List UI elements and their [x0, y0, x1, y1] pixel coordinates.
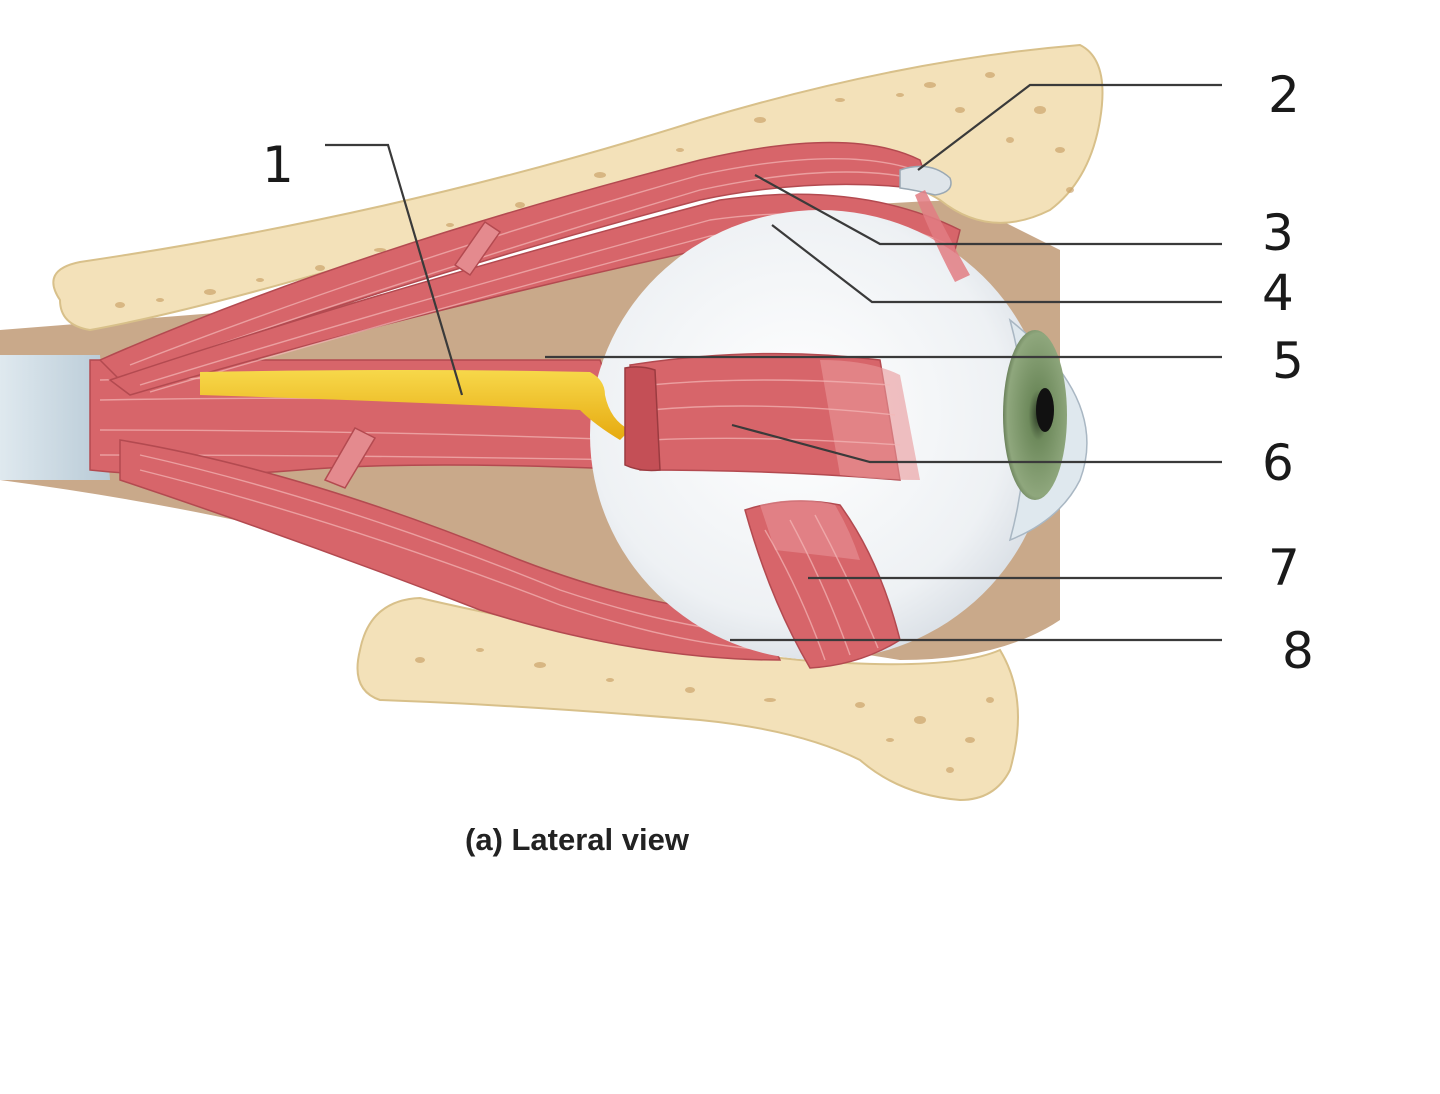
tendon-lower — [323, 427, 377, 489]
label-8: 8 — [1282, 622, 1314, 680]
leader-6 — [731, 423, 1222, 464]
leader-3 — [754, 174, 1222, 246]
leader-4 — [771, 224, 1222, 304]
optic-nerve-sheath — [0, 355, 110, 480]
label-1: 1 — [262, 136, 294, 194]
label-2: 2 — [1268, 66, 1300, 124]
label-6: 6 — [1262, 434, 1294, 492]
label-5: 5 — [1272, 332, 1304, 390]
inferior-oblique-muscle — [744, 500, 901, 669]
optic-nerve — [200, 370, 630, 440]
label-7: 7 — [1268, 539, 1300, 597]
leader-lines — [325, 83, 1222, 642]
label-4: 4 — [1262, 264, 1294, 322]
inferior-rectus-muscle — [119, 439, 782, 661]
iris — [1003, 330, 1067, 500]
leader-1 — [325, 143, 464, 396]
tendon-upper — [453, 220, 502, 277]
lateral-rectus-muscle — [624, 352, 920, 481]
figure-caption: (a) Lateral view — [465, 822, 690, 857]
trochlea — [899, 165, 952, 196]
pupil — [1036, 388, 1054, 432]
leader-2 — [917, 83, 1222, 171]
superior-oblique-tendon — [915, 190, 970, 282]
label-3: 3 — [1262, 204, 1294, 262]
